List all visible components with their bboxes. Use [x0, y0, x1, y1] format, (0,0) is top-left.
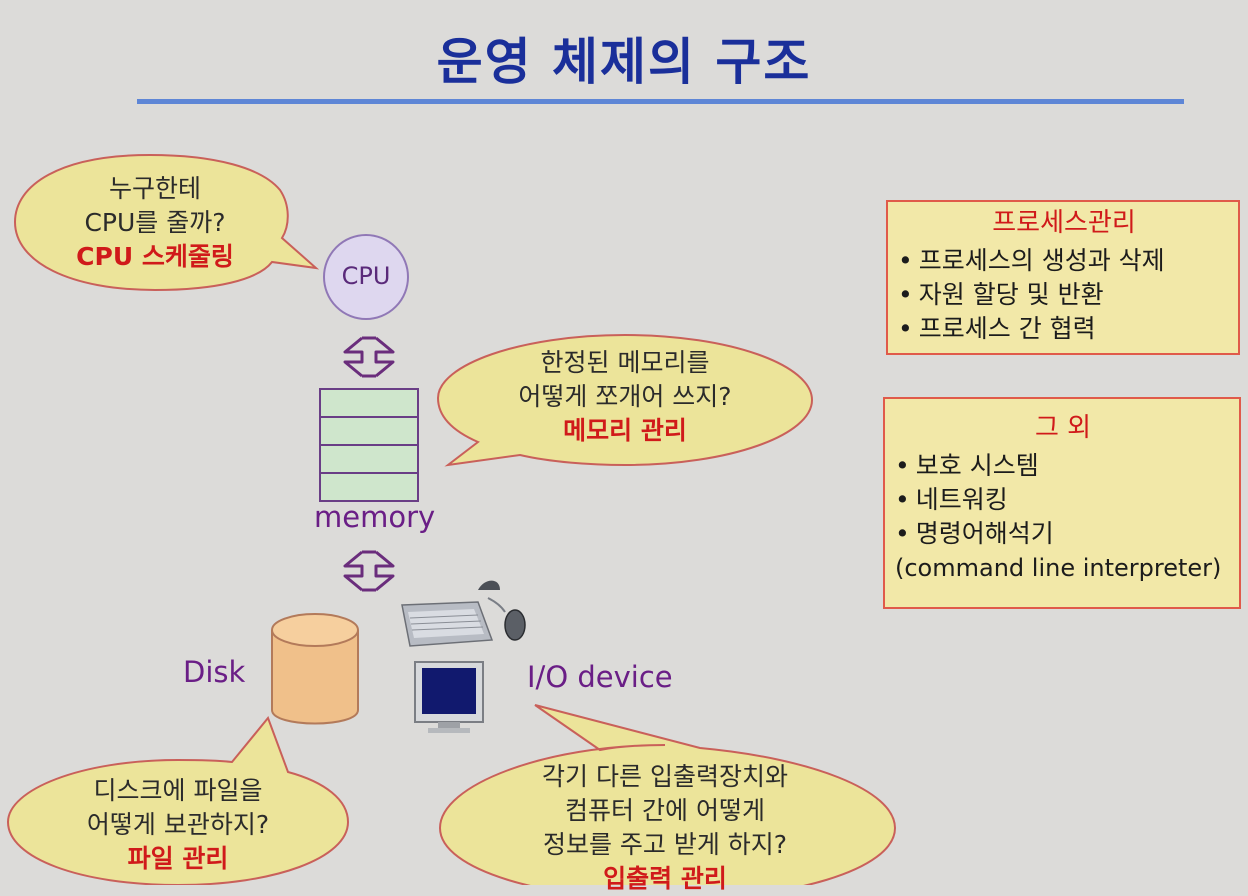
- mouse-icon: [478, 580, 526, 641]
- memory-management-label: 메모리 관리: [563, 416, 687, 445]
- keyboard-icon: [401, 601, 494, 647]
- io-speech-bubble: [438, 704, 897, 885]
- memory-stack: [319, 388, 419, 502]
- disk-speech-bubble: [6, 716, 350, 885]
- io-device-label: I/O device: [527, 660, 673, 694]
- process-box-item-text: 프로세스의 생성과 삭제: [918, 246, 1165, 275]
- process-box-item: •프로세스의 생성과 삭제: [898, 246, 1165, 275]
- other-functions-box: 그 외 •보호 시스템 •네트워킹 •명령어해석기 (command line …: [883, 397, 1241, 609]
- other-box-item-text: 명령어해석기: [915, 519, 1054, 548]
- memory-bubble-line: 어떻게 쪼개어 쓰지?: [518, 382, 732, 411]
- memory-label: memory: [314, 500, 436, 534]
- cpu-label: CPU: [341, 262, 391, 290]
- disk-cylinder: [271, 613, 359, 725]
- process-box-title: 프로세스관리: [992, 208, 1136, 238]
- slide-title: 운영 체제의 구조: [436, 33, 812, 91]
- io-bubble-text: 각기 다른 입출력장치와 컴퓨터 간에 어떻게 정보를 주고 받게 하지? 입출…: [470, 760, 860, 896]
- cpu-memory-arrow: [343, 336, 395, 378]
- monitor-icon: [414, 661, 484, 733]
- cpu-bubble-text: 누구한테 CPU를 줄까? CPU 스케줄링: [40, 172, 270, 274]
- io-management-label: 입출력 관리: [603, 864, 727, 893]
- other-box-title: 그 외: [1034, 413, 1092, 443]
- other-box-item: •네트워킹: [895, 485, 1008, 514]
- title-underline: [137, 99, 1184, 104]
- process-box-item: •프로세스 간 협력: [898, 314, 1096, 343]
- memory-disk-arrow: [343, 550, 395, 592]
- memory-bubble-text: 한정된 메모리를 어떻게 쪼개어 쓰지? 메모리 관리: [480, 346, 770, 448]
- cpu-bubble-line: 누구한테: [108, 174, 201, 203]
- other-box-item-text: 보호 시스템: [915, 451, 1039, 480]
- process-box-item: •자원 할당 및 반환: [898, 280, 1104, 309]
- other-box-item: •명령어해석기: [895, 519, 1054, 548]
- process-box-item-text: 자원 할당 및 반환: [918, 280, 1104, 309]
- io-bubble-line: 컴퓨터 간에 어떻게: [565, 796, 765, 825]
- file-management-label: 파일 관리: [127, 844, 229, 873]
- command-line-interpreter-note: (command line interpreter): [895, 554, 1222, 582]
- disk-label: Disk: [183, 655, 246, 689]
- cpu-scheduling-label: CPU 스케줄링: [76, 242, 234, 271]
- io-bubble-line: 정보를 주고 받게 하지?: [542, 830, 788, 859]
- other-box-item: •보호 시스템: [895, 451, 1039, 480]
- process-box-item-text: 프로세스 간 협력: [918, 314, 1096, 343]
- cpu-speech-bubble: [13, 153, 320, 292]
- cpu-circle: [323, 234, 409, 320]
- cpu-bubble-line: CPU를 줄까?: [84, 208, 226, 237]
- disk-bubble-text: 디스크에 파일을 어떻게 보관하지? 파일 관리: [38, 774, 318, 876]
- other-box-item-text: 네트워킹: [915, 485, 1008, 514]
- memory-bubble-line: 한정된 메모리를: [540, 348, 710, 377]
- disk-bubble-line: 디스크에 파일을: [93, 776, 263, 805]
- disk-bubble-line: 어떻게 보관하지?: [86, 810, 270, 839]
- process-management-box: 프로세스관리 •프로세스의 생성과 삭제 •자원 할당 및 반환 •프로세스 간…: [886, 200, 1240, 355]
- memory-speech-bubble: [436, 333, 814, 467]
- io-bubble-line: 각기 다른 입출력장치와: [542, 762, 788, 791]
